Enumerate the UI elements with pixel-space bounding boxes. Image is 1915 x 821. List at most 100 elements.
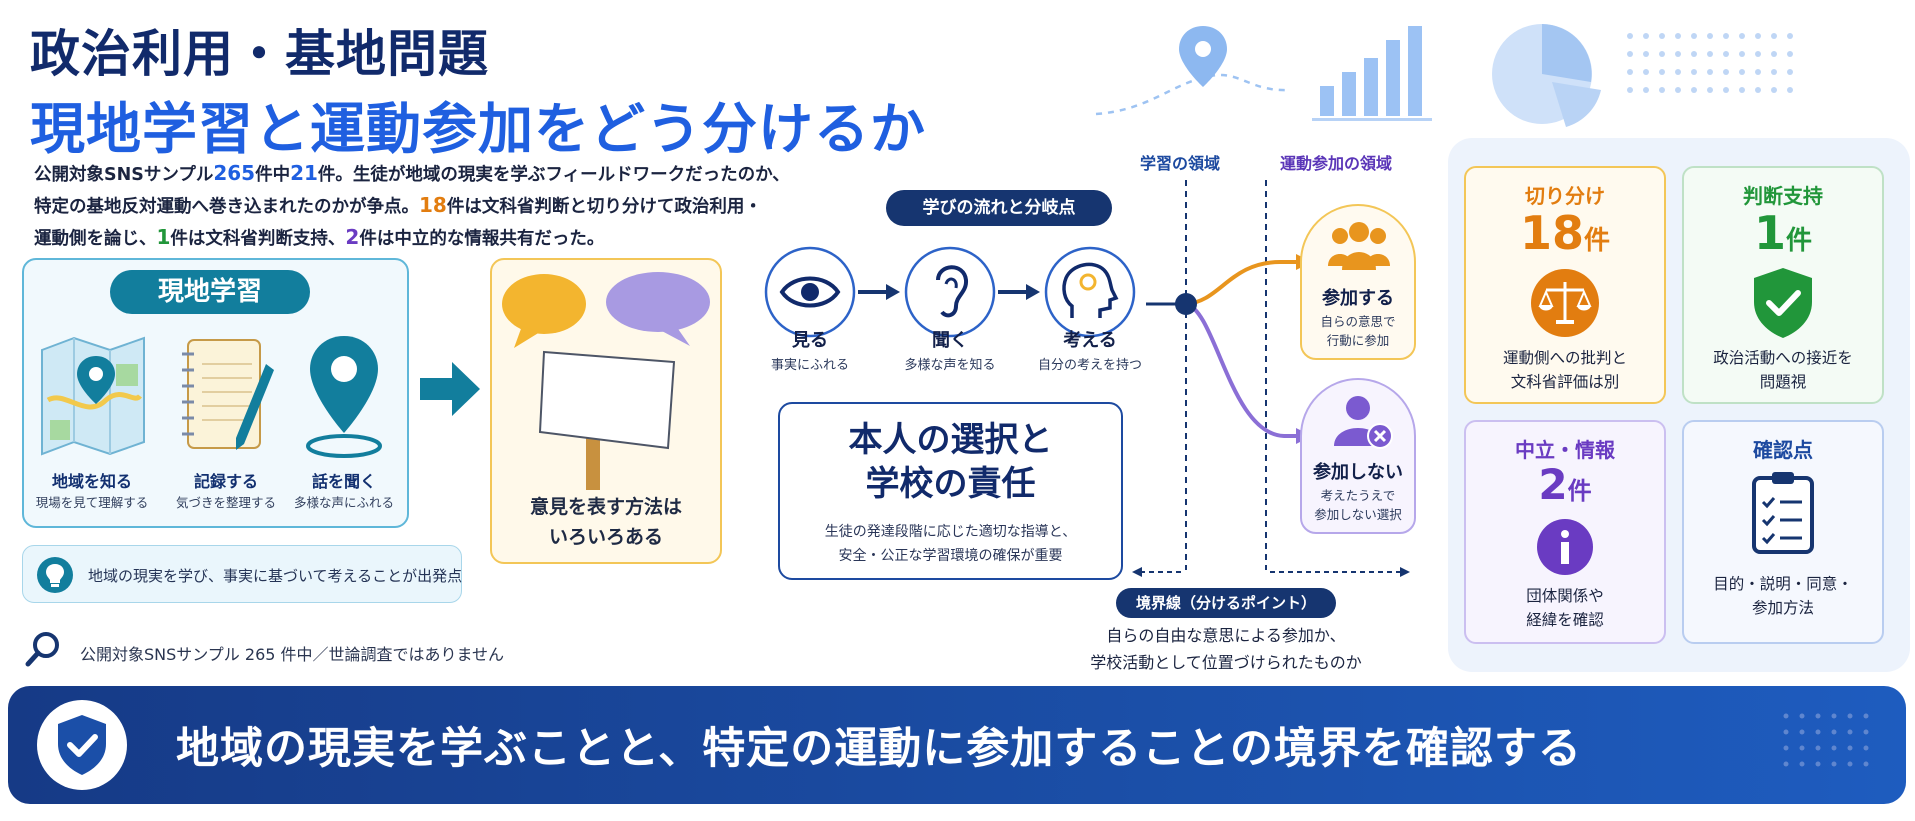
fieldstudy-title: 現地学習 — [110, 270, 310, 314]
option-decline-sub-line: 考えたうえで — [1320, 488, 1396, 503]
lightbulb-icon — [37, 557, 73, 593]
option-decline-sub-line: 参加しない選択 — [1314, 507, 1402, 522]
learning-area-label: 学習の領域 — [1140, 154, 1221, 173]
scales-icon — [1531, 269, 1599, 337]
card-neutral-count: 2件 — [1464, 460, 1666, 509]
checklist-icon — [1752, 472, 1814, 554]
flow-arrowhead — [1026, 284, 1040, 300]
intro-text: 公開対象SNSサンプル265件中21件。生徒が地域の現実を学ぶフィールドワークだ… — [34, 158, 864, 254]
responsibility-sub: 生徒の発達段階に応じた適切な指導と、 安全・公正な学習環境の確保が重要 — [778, 520, 1123, 568]
card-split-title: 切り分け — [1525, 184, 1605, 208]
responsibility-title-line: 学校の責任 — [865, 464, 1036, 504]
card-support-count: 1件 — [1682, 206, 1884, 260]
card-split-number: 18 — [1519, 206, 1584, 260]
fieldstudy-item-label: 話を聞く — [311, 472, 376, 491]
fieldstudy-item-sub: 気づきを整理する — [175, 495, 276, 510]
card-check-title: 確認点 — [1753, 438, 1813, 462]
card-support-desc-line: 問題視 — [1759, 373, 1807, 391]
map-icon — [41, 336, 145, 456]
conclusion-text: 地域の現実を学ぶことと、特定の運動に参加することの境界を確認する — [176, 724, 1582, 774]
card-neutral-desc-line: 経緯を確認 — [1526, 611, 1604, 629]
card-check-desc-line: 参加方法 — [1751, 599, 1814, 617]
card-neutral-unit: 件 — [1567, 477, 1592, 505]
search-icon — [25, 632, 59, 667]
opinion-line: いろいろある — [548, 526, 663, 548]
branch-point — [1175, 293, 1197, 315]
step-label: 聞く — [932, 330, 968, 351]
card-neutral-title: 中立・情報 — [1515, 438, 1615, 462]
card-split-desc-line: 運動側への批判と — [1502, 349, 1627, 367]
card-check-desc: 目的・説明・同意・ 参加方法 — [1682, 572, 1884, 620]
card-check-desc-line: 目的・説明・同意・ — [1713, 575, 1853, 593]
option-join-sub: 自らの意思で 行動に参加 — [1300, 312, 1416, 350]
sample-note: 公開対象SNSサンプル 265 件中／世論調査ではありません — [80, 645, 505, 664]
flow-title: 学びの流れと分岐点 — [886, 190, 1112, 226]
page-subtitle: 現地学習と運動参加をどう分けるか — [30, 97, 927, 161]
intro-segment: 件。生徒が地域の現実を学ぶフィールドワークだったのか、 — [317, 165, 790, 185]
option-join-sub-line: 行動に参加 — [1326, 333, 1390, 348]
step-label: 見る — [792, 330, 828, 351]
total-count: 265 — [213, 161, 256, 185]
shield-check-badge-icon — [37, 700, 127, 790]
opinion-line: 意見を表す方法は — [529, 496, 682, 518]
boundary-text: 自らの自由な意思による参加か、 学校活動として位置づけられたものか — [1050, 622, 1402, 676]
step-sub: 事実にふれる — [770, 358, 849, 373]
split-count: 18 — [419, 193, 447, 217]
intro-segment: 公開対象SNSサンプル — [34, 165, 214, 185]
page-title: 政治利用・基地問題 — [30, 25, 489, 83]
option-decline-label: 参加しない — [1313, 462, 1403, 483]
card-split-desc-line: 文科省評価は別 — [1510, 373, 1620, 391]
speech-bubbles-and-placard-icon — [502, 272, 710, 490]
tip-box — [22, 545, 462, 603]
ear-icon — [904, 246, 996, 338]
learning-flow-diagram — [764, 246, 1136, 338]
fieldstudy-item-sub: 現場を見て理解する — [35, 495, 149, 510]
responsibility-sub-line: 安全・公正な学習環境の確保が重要 — [838, 548, 1063, 564]
tip-text: 地域の現実を学び、事実に基づいて考えることが出発点 — [88, 567, 463, 585]
bar-chart-icon — [1312, 26, 1432, 121]
banner-dot-grid — [1783, 713, 1869, 767]
conclusion-banner — [8, 686, 1906, 804]
card-support-desc-line: 政治活動への接近を — [1713, 349, 1853, 367]
shield-check-icon — [1754, 268, 1812, 338]
card-support-desc: 政治活動への接近を 問題視 — [1682, 346, 1884, 394]
responsibility-box — [778, 402, 1123, 580]
eye-icon — [764, 246, 856, 338]
step-sub: 多様な声を知る — [904, 358, 996, 373]
boundary-line: 学校活動として位置づけられたものか — [1090, 653, 1362, 672]
fieldstudy-item-label: 地域を知る — [51, 472, 132, 491]
group-people-icon — [1328, 222, 1390, 270]
boundary-right-arrowhead — [1400, 567, 1410, 577]
step-sub: 自分の考えを持つ — [1037, 358, 1142, 373]
thinking-head-icon — [1044, 246, 1136, 338]
option-join-sub-line: 自らの意思で — [1320, 314, 1396, 329]
option-decline-sub: 考えたうえで 参加しない選択 — [1300, 486, 1416, 524]
step-label: 考える — [1063, 330, 1117, 351]
option-join-label: 参加する — [1322, 288, 1394, 309]
card-support-number: 1 — [1753, 206, 1786, 260]
intro-segment: 件は文科省判断と切り分けて政治利用・ — [446, 197, 762, 217]
boundary-line: 自らの自由な意思による参加か、 — [1106, 626, 1346, 645]
dot-grid-decoration — [1627, 33, 1793, 93]
intro-segment: 運動側を論じ、 — [34, 229, 157, 249]
join-branch-line — [1185, 260, 1298, 306]
card-neutral-desc: 団体関係や 経緯を確認 — [1464, 584, 1666, 632]
decline-branch-line — [1185, 302, 1298, 438]
card-support-unit: 件 — [1786, 226, 1813, 256]
fieldstudy-item-label: 記録する — [193, 472, 258, 491]
card-neutral-number: 2 — [1538, 460, 1568, 509]
card-split-unit: 件 — [1584, 226, 1611, 256]
card-neutral-desc-line: 団体関係や — [1526, 587, 1604, 605]
location-pin-icon — [1179, 26, 1227, 87]
neutral-count: 2 — [345, 225, 360, 249]
opinion-text: 意見を表す方法は いろいろある — [490, 492, 722, 552]
intro-segment: 件は文科省判断支持、 — [170, 229, 346, 249]
intro-segment: 特定の基地反対運動へ巻き込まれたのかが争点。 — [34, 197, 419, 217]
pie-chart-icon — [1492, 24, 1601, 127]
dashed-route-line — [1095, 73, 1291, 116]
right-arrow-icon — [420, 362, 480, 416]
participation-area-label: 運動参加の領域 — [1280, 154, 1393, 173]
sample-count: 21 — [290, 161, 318, 185]
fieldstudy-item-sub: 多様な声にふれる — [293, 495, 394, 510]
responsibility-sub-line: 生徒の発達段階に応じた適切な指導と、 — [824, 524, 1077, 540]
